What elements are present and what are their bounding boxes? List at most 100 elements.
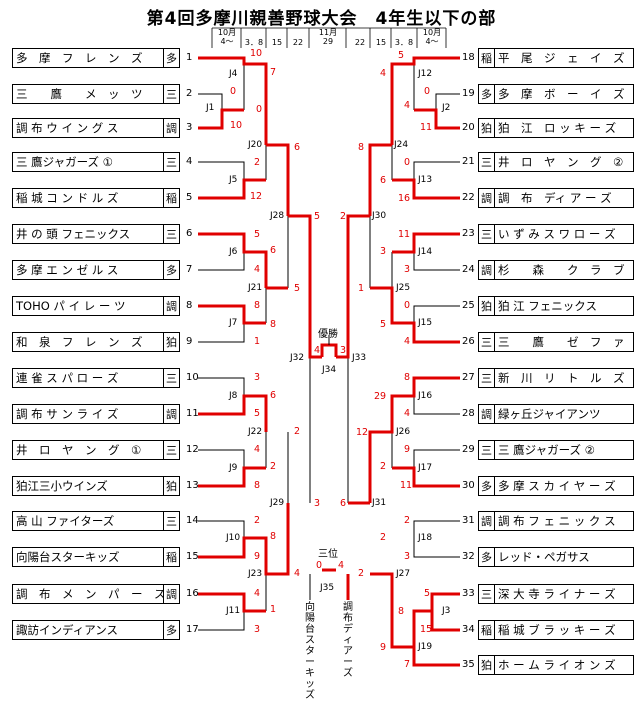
team-name: 調 布 メ ン パ ー ス xyxy=(16,587,163,601)
svg-text:J20: J20 xyxy=(247,140,262,150)
svg-text:1: 1 xyxy=(254,336,260,347)
team-name: 調 布 サ ン ラ イ ズ xyxy=(16,407,119,421)
team-region: 調 xyxy=(479,405,495,423)
team-box-left: 調 布 メ ン パ ー ス調 xyxy=(12,584,180,604)
svg-text:6: 6 xyxy=(294,142,300,153)
schedule-center-final: 11月 29 xyxy=(318,28,338,46)
svg-text:0: 0 xyxy=(404,300,410,311)
svg-text:9: 9 xyxy=(380,642,386,653)
team-seed: 20 xyxy=(462,122,475,133)
svg-text:J5: J5 xyxy=(228,175,237,185)
team-region: 狛 xyxy=(163,333,179,351)
team-name: 調 布 ウ イ ン グ ス xyxy=(16,121,119,135)
team-region: 三 xyxy=(479,585,495,603)
team-box-left: 高 山 ファイターズ三 xyxy=(12,511,180,531)
team-name: ホ ー ム ラ イ オ ン ズ xyxy=(498,658,616,672)
svg-text:4: 4 xyxy=(254,264,260,275)
team-seed: 12 xyxy=(186,444,199,455)
schedule-right-round4: 22 xyxy=(354,38,366,47)
svg-text:J21: J21 xyxy=(247,283,262,293)
scores-right: 5 4 0 4 11 8 0 6 16 2 11 3 3 1 0 5 4 3 8… xyxy=(340,50,432,670)
team-seed: 8 xyxy=(186,300,193,311)
team-box-left: TOHO パ イ レ ー ツ調 xyxy=(12,296,180,316)
team-name: 多 摩 ボ ー イ ズ xyxy=(498,87,625,101)
svg-text:J27: J27 xyxy=(395,569,410,579)
team-seed: 25 xyxy=(462,300,475,311)
svg-text:3: 3 xyxy=(380,246,386,257)
third-place-right-team: 調布ディアーズ xyxy=(343,602,353,679)
champion-label: 優勝 xyxy=(318,329,338,340)
svg-text:J19: J19 xyxy=(417,642,432,652)
team-seed: 1 xyxy=(186,52,193,63)
svg-text:3: 3 xyxy=(340,345,346,356)
svg-text:J22: J22 xyxy=(247,427,262,437)
svg-text:2: 2 xyxy=(404,515,410,526)
team-region: 三 xyxy=(479,153,495,171)
svg-text:4: 4 xyxy=(404,336,410,347)
team-seed: 17 xyxy=(186,624,199,635)
svg-text:6: 6 xyxy=(270,390,276,401)
svg-text:J2: J2 xyxy=(441,103,450,113)
team-region: 多 xyxy=(163,621,179,639)
team-seed: 5 xyxy=(186,192,193,203)
team-name: 緑ヶ丘ジャイアンツ xyxy=(498,407,601,421)
team-seed: 30 xyxy=(462,480,475,491)
team-name: 多 摩 エ ン ゼ ル ス xyxy=(16,263,119,277)
svg-text:1: 1 xyxy=(358,283,364,294)
team-region: 稲 xyxy=(163,548,179,566)
team-box-left: 三 鷹ジャガーズ ① 三 xyxy=(12,152,180,172)
team-box-right: 調調 布 フ ェ ニ ッ ク ス xyxy=(478,511,634,531)
team-box-right: 三三 鷹 ゼ フ ァ ー xyxy=(478,332,634,352)
team-box-right: 多レッド・ペガサス xyxy=(478,547,634,567)
team-region: 調 xyxy=(479,512,495,530)
team-box-left: 調 布 サ ン ラ イ ズ調 xyxy=(12,404,180,424)
svg-text:J14: J14 xyxy=(417,247,432,257)
svg-text:4: 4 xyxy=(338,560,344,571)
team-box-right: 狛狛 江 フェニックス xyxy=(478,296,634,316)
team-name: 井 の 頭 フェニックス xyxy=(16,227,131,241)
team-region: 稲 xyxy=(479,49,495,67)
team-box-left: 三 鷹 メ ッ ツ三 xyxy=(12,84,180,104)
team-region: 調 xyxy=(163,405,179,423)
team-seed: 19 xyxy=(462,88,475,99)
team-region: 狛 xyxy=(479,119,495,137)
svg-text:J29: J29 xyxy=(269,498,284,508)
team-region: 三 xyxy=(479,369,495,387)
svg-text:0: 0 xyxy=(316,560,322,571)
svg-text:J13: J13 xyxy=(417,175,432,185)
svg-text:2: 2 xyxy=(270,461,276,472)
svg-text:3: 3 xyxy=(314,498,320,509)
team-seed: 4 xyxy=(186,156,193,167)
team-name: い ず み ス ワ ロ ー ズ xyxy=(498,227,616,241)
team-region: 三 xyxy=(163,153,179,171)
team-region: 多 xyxy=(479,548,495,566)
team-box-left: 多 摩 フ レ ン ズ多 xyxy=(12,48,180,68)
team-region: 調 xyxy=(163,119,179,137)
team-name: 諏訪インディアンス xyxy=(16,623,119,637)
team-name: 杉 森 ク ラ ブ xyxy=(498,263,625,277)
team-name: 深 大 寺 ラ イ ナ ー ズ xyxy=(498,587,616,601)
team-seed: 35 xyxy=(462,659,475,670)
team-seed: 11 xyxy=(186,408,199,419)
svg-text:8: 8 xyxy=(270,531,276,542)
svg-text:J12: J12 xyxy=(417,69,432,79)
team-name: 連 雀 ス パ ロ ー ズ xyxy=(16,371,119,385)
svg-text:3: 3 xyxy=(404,551,410,562)
svg-text:J10: J10 xyxy=(225,533,240,543)
svg-text:5: 5 xyxy=(314,211,320,222)
team-name: 新 川 リ ト ル ズ xyxy=(498,371,625,385)
svg-text:0: 0 xyxy=(256,104,262,115)
team-name: 調 布 フ ェ ニ ッ ク ス xyxy=(498,514,616,528)
team-region: 三 xyxy=(163,85,179,103)
svg-text:12: 12 xyxy=(356,427,368,438)
team-box-left: 和 泉 フ レ ン ズ狛 xyxy=(12,332,180,352)
team-region: 狛 xyxy=(479,297,495,315)
team-name: 高 山 ファイターズ xyxy=(16,514,115,528)
team-box-right: 稲平 尾 ジ ェ イ ズ xyxy=(478,48,634,68)
svg-text:2: 2 xyxy=(254,515,260,526)
svg-text:J3: J3 xyxy=(441,606,450,616)
team-name: 三 鷹ジャガーズ ① xyxy=(16,155,113,169)
svg-text:J26: J26 xyxy=(395,427,410,437)
svg-text:J33: J33 xyxy=(351,353,366,363)
